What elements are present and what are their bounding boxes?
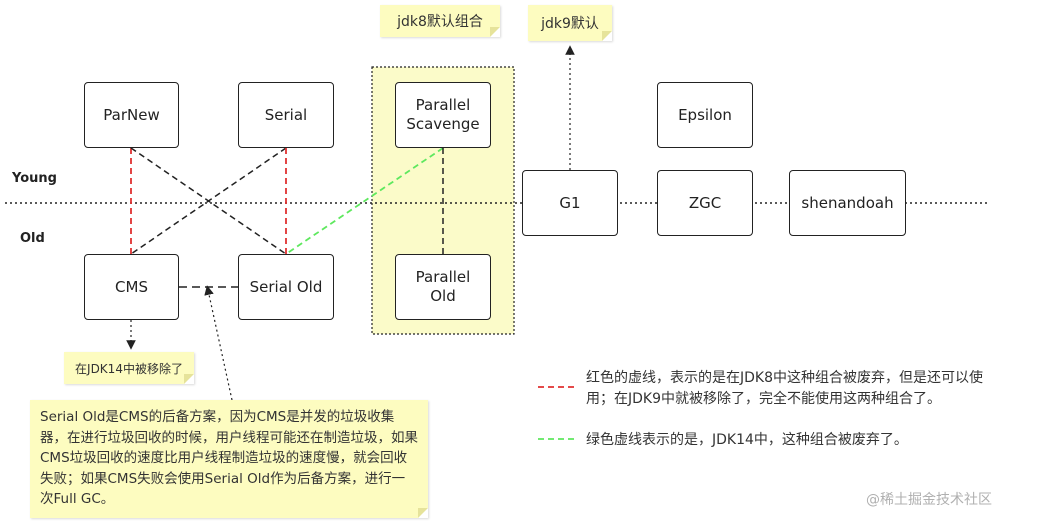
jdk9-default-note: jdk9默认 <box>528 5 612 41</box>
jdk8-default-note-text: jdk8默认组合 <box>397 14 483 30</box>
cms-removed-note: 在JDK14中被移除了 <box>64 352 194 384</box>
serial-old-label: Serial Old <box>249 277 323 296</box>
parallel-old-node[interactable]: Parallel Old <box>395 254 491 320</box>
scavenge-serialold-green-link <box>285 147 444 255</box>
serial-cms-link <box>130 147 287 255</box>
zgc-label: ZGC <box>688 193 722 212</box>
zgc-node[interactable]: ZGC <box>657 170 753 236</box>
old-layer-label: Old <box>20 231 45 246</box>
g1-node[interactable]: G1 <box>522 170 618 236</box>
cms-node[interactable]: CMS <box>84 254 179 320</box>
serial-old-node[interactable]: Serial Old <box>238 254 334 320</box>
epsilon-label: Epsilon <box>678 105 732 124</box>
serial-old-backup-note-text: Serial Old是CMS的后备方案，因为CMS是并发的垃圾收集器，在进行垃圾… <box>40 409 418 507</box>
serial-old-backup-note: Serial Old是CMS的后备方案，因为CMS是并发的垃圾收集器，在进行垃圾… <box>30 400 428 518</box>
legend-green-text: 绿色虚线表示的是，JDK14中，这种组合被废弃了。 <box>586 432 908 448</box>
parallel-scavenge-label: Parallel Scavenge <box>406 96 480 133</box>
parnew-label: ParNew <box>103 105 160 124</box>
shenandoah-node[interactable]: shenandoah <box>789 170 906 236</box>
cms-removed-note-text: 在JDK14中被移除了 <box>75 361 183 376</box>
parnew-node[interactable]: ParNew <box>84 82 179 148</box>
jdk8-default-note: jdk8默认组合 <box>380 5 500 37</box>
legend-red-text: 红色的虚线，表示的是在JDK8中这种组合被废弃，但是还可以使用；在JDK9中就被… <box>586 370 983 407</box>
cms-label: CMS <box>115 277 148 296</box>
watermark-text: @稀土掘金技术社区 <box>866 492 992 508</box>
parallel-old-label: Parallel Old <box>415 268 471 305</box>
young-layer-label: Young <box>12 171 57 186</box>
jdk9-default-note-text: jdk9默认 <box>541 16 599 32</box>
parallel-scavenge-node[interactable]: Parallel Scavenge <box>395 82 491 148</box>
shenandoah-label: shenandoah <box>801 193 894 212</box>
serial-node[interactable]: Serial <box>238 82 334 148</box>
serial-label: Serial <box>264 105 308 124</box>
g1-label: G1 <box>559 193 581 212</box>
serialold-note-arrow <box>204 285 233 401</box>
epsilon-node[interactable]: Epsilon <box>657 82 753 148</box>
